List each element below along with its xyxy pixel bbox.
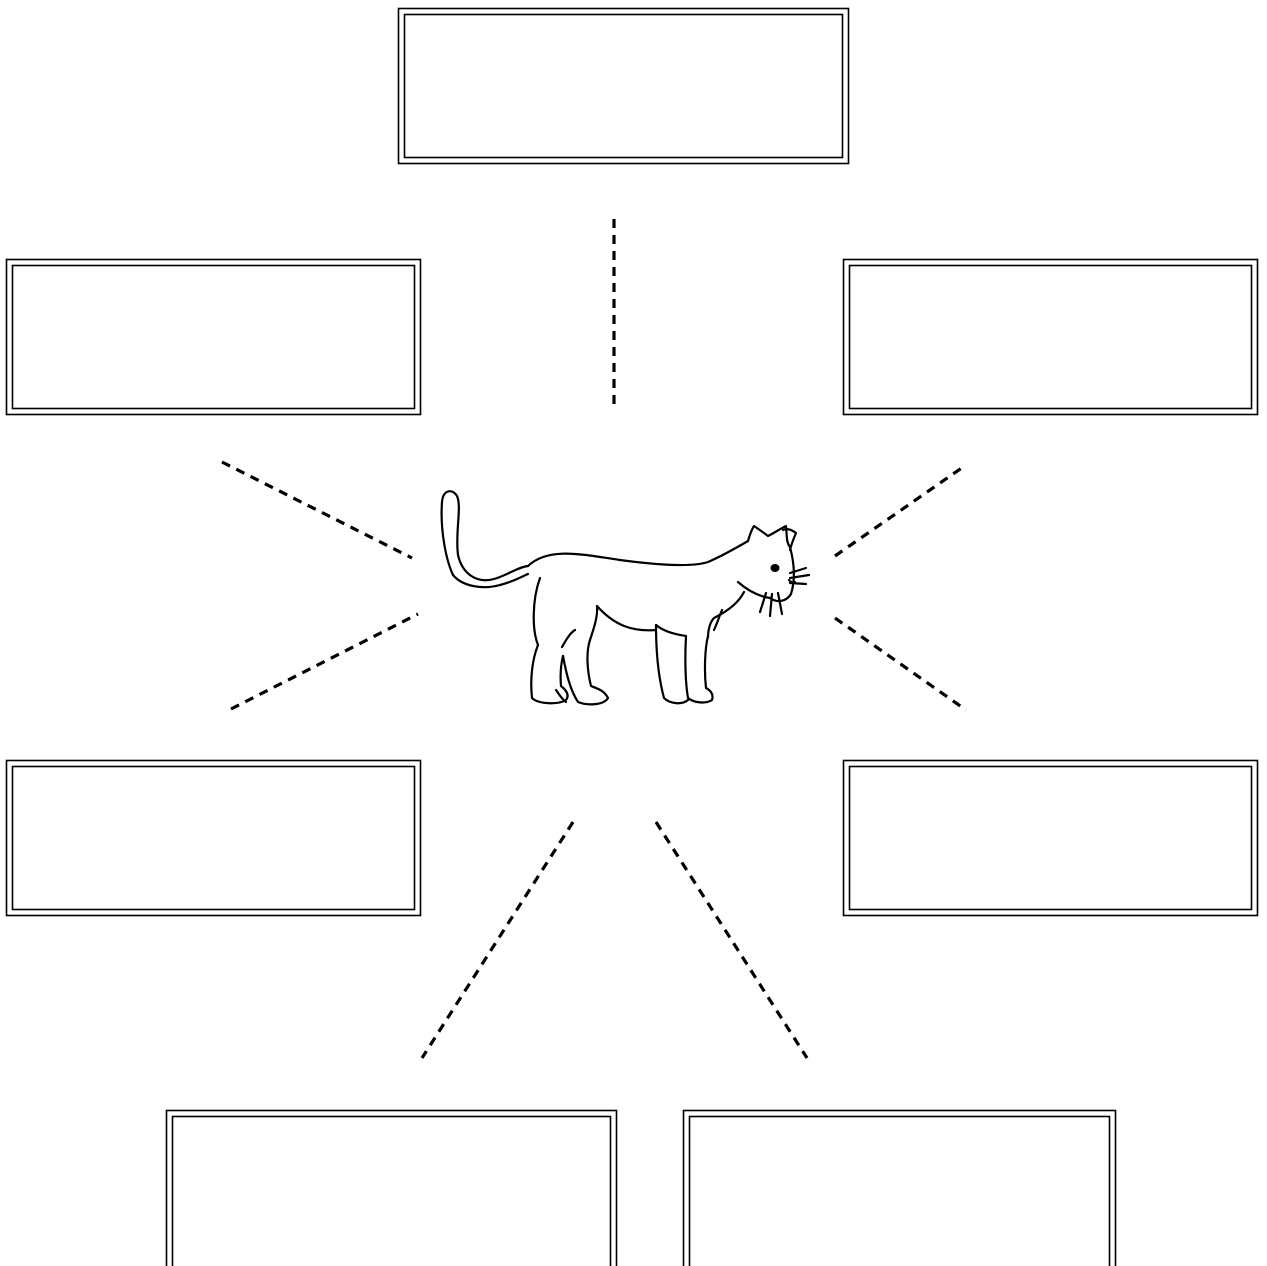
organizer-box-lower-left[interactable] [5,759,422,917]
connector-line-lower-left [230,612,419,711]
organizer-box-bottom-right[interactable] [682,1109,1117,1266]
connector-line-upper-left [221,460,413,560]
connector-line-lower-right [834,616,967,712]
connector-line-bottom-right [654,821,809,1059]
organizer-box-lower-right[interactable] [842,759,1259,917]
organizer-box-bottom-left[interactable] [165,1109,618,1266]
connector-line-upper-right [834,463,967,558]
organizer-box-upper-right[interactable] [842,258,1259,416]
organizer-box-upper-left[interactable] [5,258,422,416]
cat-illustration [440,490,811,706]
organizer-box-top[interactable] [397,7,850,165]
connector-line-bottom-left [420,821,575,1059]
